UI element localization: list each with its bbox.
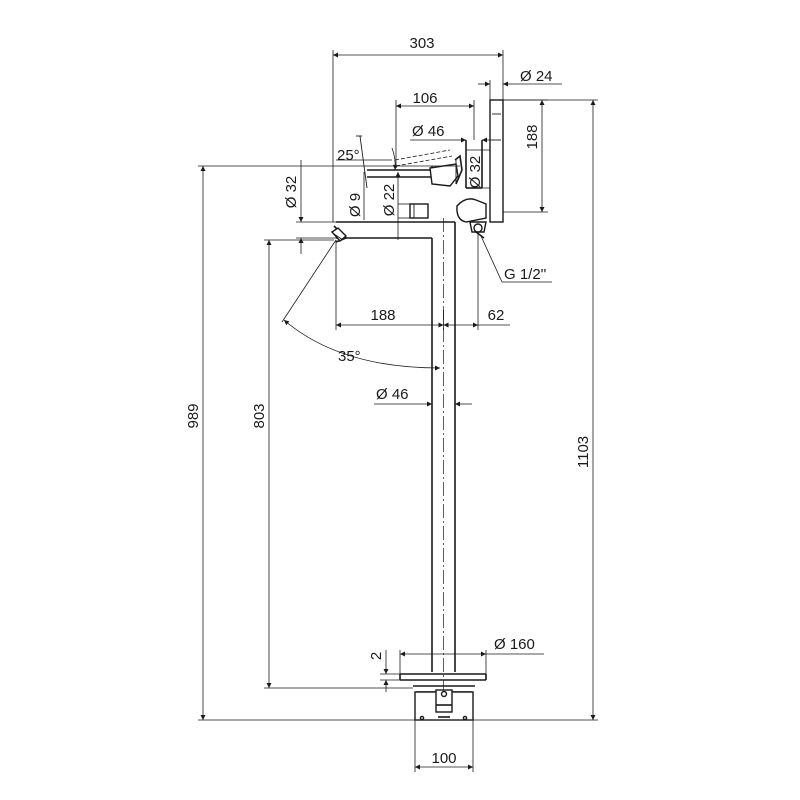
dim-angle-35-label: 35° bbox=[338, 348, 361, 365]
dim-dia-46-column-label: Ø 46 bbox=[376, 386, 409, 403]
dim-gap-2 bbox=[380, 650, 400, 692]
dim-803-label: 803 bbox=[251, 403, 268, 428]
dim-188-vertical bbox=[503, 99, 548, 213]
dim-303 bbox=[332, 50, 504, 222]
thread-label: G 1/2'' bbox=[504, 266, 547, 283]
dim-angle-25-label: 25° bbox=[337, 147, 360, 164]
dim-100-label: 100 bbox=[431, 750, 456, 767]
dim-803 bbox=[264, 239, 413, 689]
dim-1103-label: 1103 bbox=[575, 436, 592, 468]
dim-dia-32-left-label: Ø 32 bbox=[283, 176, 300, 209]
dim-989-label: 989 bbox=[185, 403, 202, 428]
dim-dia-32-right-label: Ø 32 bbox=[467, 156, 484, 189]
dim-303-label: 303 bbox=[409, 35, 434, 52]
dim-dia-9-label: Ø 9 bbox=[347, 193, 364, 217]
dim-dia-22-label: Ø 22 bbox=[381, 184, 398, 217]
thread-leader bbox=[480, 235, 552, 283]
dim-188-horizontal-label: 188 bbox=[370, 307, 395, 324]
dim-gap-2-label: 2 bbox=[368, 652, 385, 660]
dim-dia-24 bbox=[478, 80, 562, 100]
spout-outlet bbox=[330, 225, 348, 243]
dim-dia-24-label: Ø 24 bbox=[520, 68, 553, 85]
dim-dia-160-label: Ø 160 bbox=[494, 636, 535, 653]
dim-989 bbox=[198, 165, 460, 721]
dim-106 bbox=[395, 100, 475, 168]
dim-106-label: 106 bbox=[412, 90, 437, 107]
base-plate bbox=[399, 673, 487, 721]
hand-shower bbox=[456, 99, 504, 239]
dim-62 bbox=[443, 232, 510, 330]
dim-angle-25 bbox=[336, 147, 398, 171]
dim-62-label: 62 bbox=[488, 307, 505, 324]
dim-188-vertical-label: 188 bbox=[524, 124, 541, 149]
column-body bbox=[431, 218, 456, 700]
dim-dia-32-right bbox=[466, 149, 490, 189]
dim-dia-32-left bbox=[296, 160, 336, 254]
dim-100 bbox=[414, 720, 474, 772]
dim-1103 bbox=[473, 99, 598, 721]
dim-angle-35 bbox=[281, 239, 441, 371]
spout-arm bbox=[336, 221, 456, 239]
dim-dia-22 bbox=[395, 172, 410, 240]
mixer-lever bbox=[356, 135, 463, 219]
dim-dia-160 bbox=[399, 650, 544, 674]
dim-dia-46-top-label: Ø 46 bbox=[412, 123, 445, 140]
